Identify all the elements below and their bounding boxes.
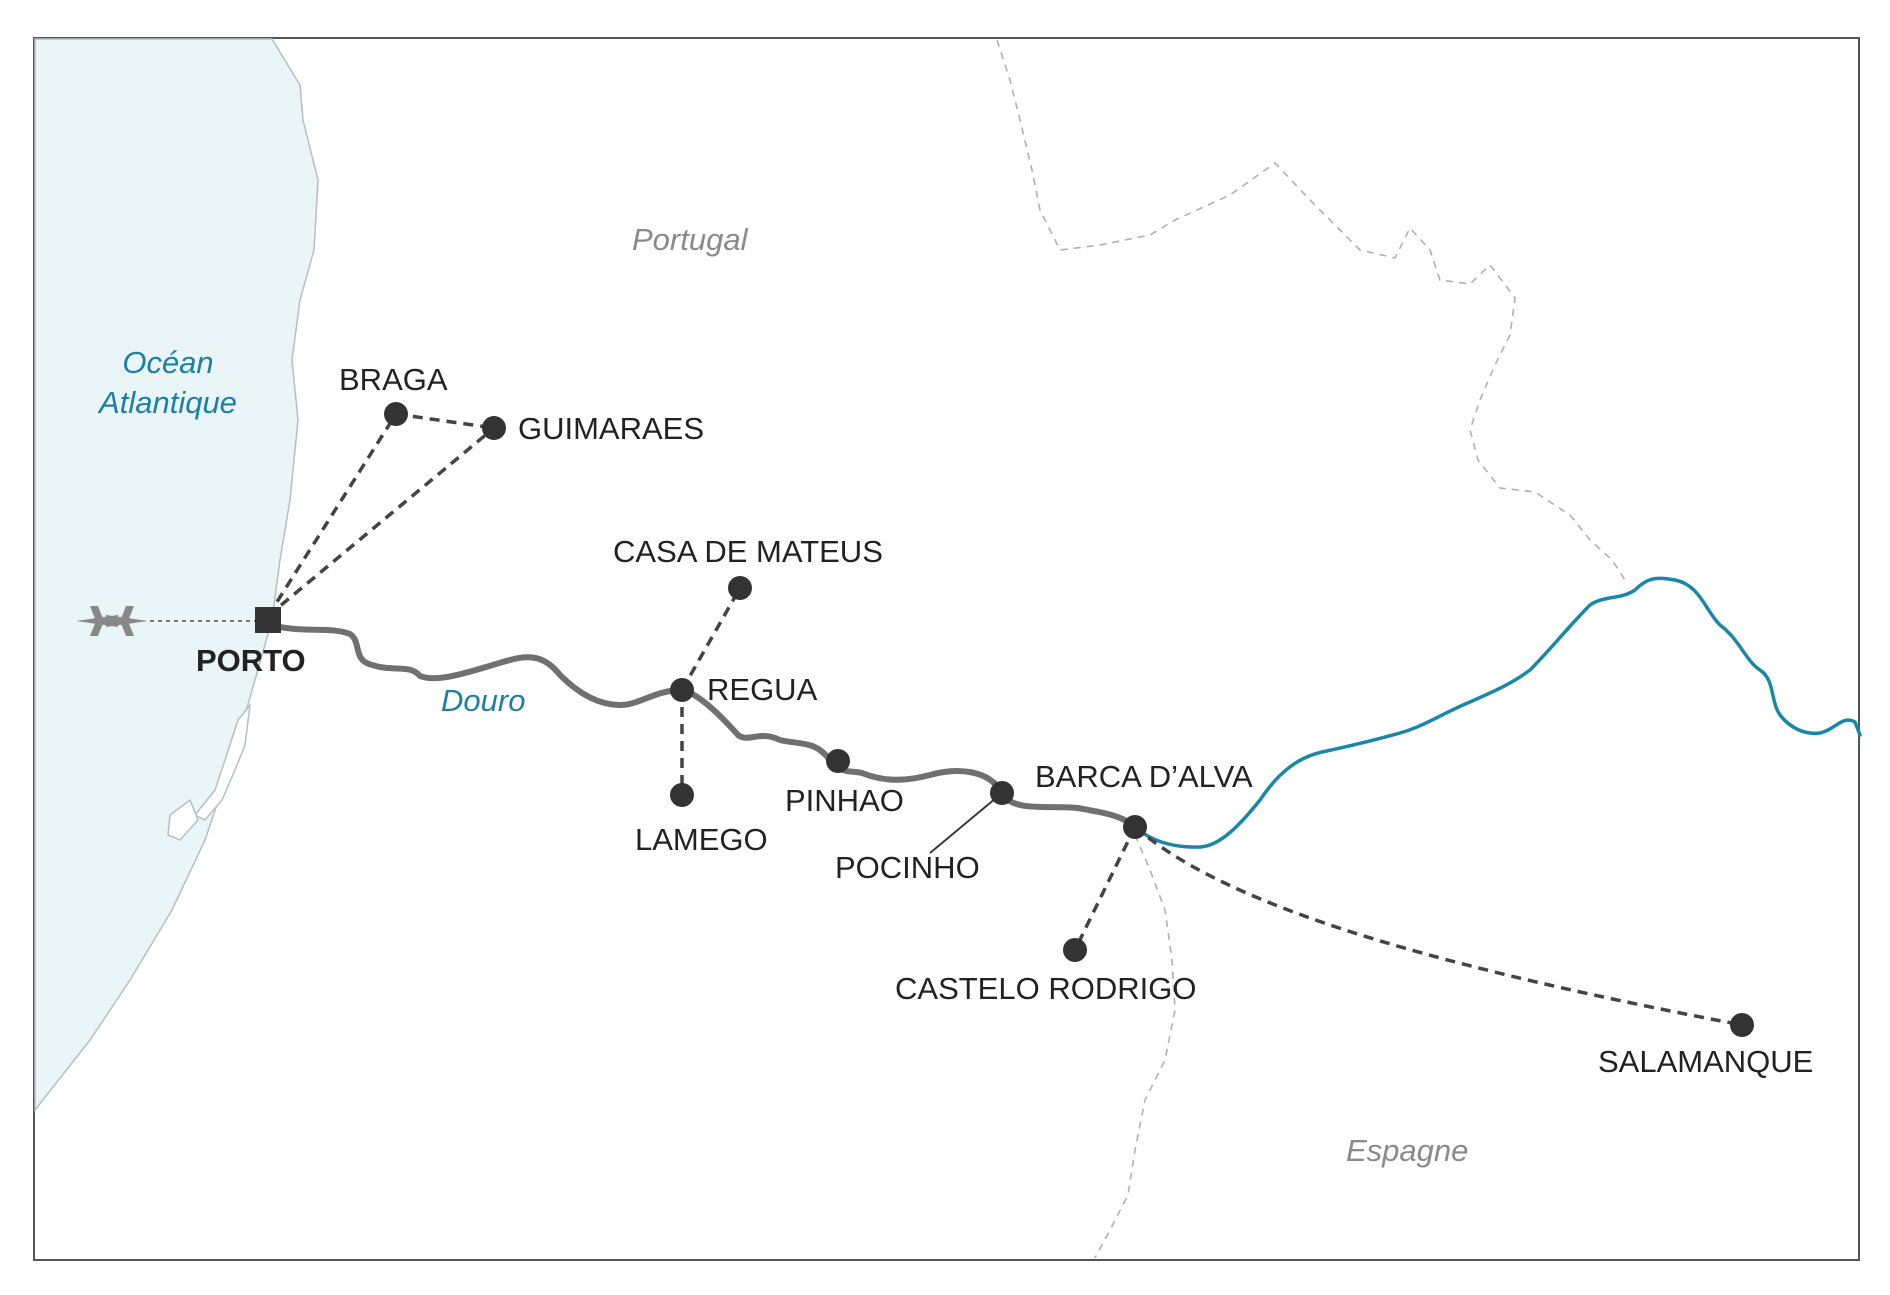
casa-de-mateus-marker[interactable] — [728, 576, 752, 600]
label-casa-de-mateus: CASA DE MATEUS — [613, 534, 883, 569]
map-frame — [33, 37, 1860, 1261]
route-regua-casa-de-mateus — [680, 587, 742, 691]
route-barca-castelo-rodrigo — [1073, 826, 1137, 951]
porto-marker[interactable] — [255, 607, 281, 633]
douro-river-spain — [1133, 576, 1862, 849]
region-portugal: Portugal — [632, 222, 749, 257]
label-braga: BRAGA — [339, 362, 448, 397]
route-barca-salamanque — [1133, 825, 1743, 1027]
airplane-icon — [76, 606, 148, 636]
label-castelo-rodrigo: CASTELO RODRIGO — [895, 971, 1196, 1006]
pinhao-marker[interactable] — [826, 749, 850, 773]
ocean-label-line1: Océan — [122, 345, 213, 380]
barca-dalva-marker[interactable] — [1123, 815, 1147, 839]
label-pocinho: POCINHO — [835, 850, 980, 885]
regua-marker[interactable] — [670, 678, 694, 702]
pocinho-marker[interactable] — [990, 781, 1014, 805]
country-border-south — [1094, 834, 1176, 1259]
region-espagne: Espagne — [1346, 1133, 1468, 1168]
route-porto-guimaraes — [266, 426, 496, 618]
braga-marker[interactable] — [384, 402, 408, 426]
label-lamego: LAMEGO — [635, 822, 768, 857]
river-label: Douro — [441, 683, 525, 718]
label-salamanque: SALAMANQUE — [1598, 1044, 1813, 1079]
label-pinhao: PINHAO — [785, 783, 904, 818]
douro-river-route — [265, 621, 1138, 830]
label-barca-dalva: BARCA D’ALVA — [1035, 759, 1253, 794]
label-porto: PORTO — [196, 643, 306, 678]
guimaraes-marker[interactable] — [482, 416, 506, 440]
country-border — [996, 39, 1626, 581]
ocean-label-line2: Atlantique — [97, 385, 237, 420]
label-guimaraes: GUIMARAES — [518, 411, 704, 446]
coastal-lagoon-2 — [167, 798, 199, 841]
route-porto-braga — [266, 413, 398, 617]
pocinho-leader — [929, 792, 1003, 854]
atlantic-ocean — [34, 38, 319, 1113]
coastal-lagoon — [193, 702, 252, 821]
label-regua: REGUA — [707, 672, 818, 707]
lamego-marker[interactable] — [670, 783, 694, 807]
dashed-routes — [266, 412, 1743, 1027]
salamanque-marker[interactable] — [1730, 1013, 1754, 1037]
castelo-rodrigo-marker[interactable] — [1063, 938, 1087, 962]
